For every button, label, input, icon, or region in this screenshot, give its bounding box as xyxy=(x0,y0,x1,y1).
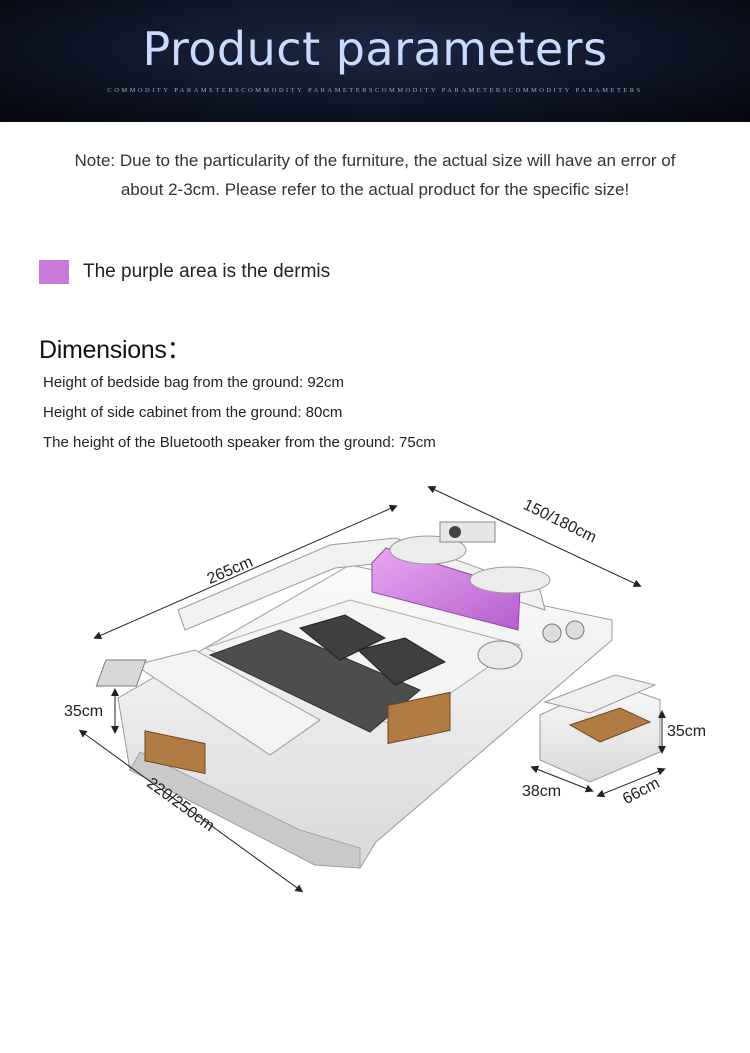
dim-bed-height: 35cm xyxy=(64,703,103,720)
laptop xyxy=(95,659,147,687)
dimensions-title: Dimensions： xyxy=(39,336,192,364)
dimensions-list: Height of bedside bag from the ground: 9… xyxy=(43,368,436,458)
dim-stool-width: 38cm xyxy=(522,783,561,800)
dim-stool-height: 35cm xyxy=(667,723,706,740)
bed-illustration: 265cm 150/180cm 220/250cm 35cm 35cm 38cm… xyxy=(64,486,706,893)
page-title: Product parameters xyxy=(142,22,608,76)
dermis-legend: The purple area is the dermis xyxy=(39,258,330,286)
dim-stool-depth: 66cm xyxy=(620,775,663,808)
ottoman-stool xyxy=(539,674,661,783)
header-banner: Product parameters COMMODITY PARAMETERSC… xyxy=(0,0,750,122)
dimension-item: The height of the Bluetooth speaker from… xyxy=(43,434,436,451)
note-line-1: Note: Due to the particularity of the fu… xyxy=(74,151,676,170)
projector xyxy=(439,521,496,543)
note-line-2: about 2-3cm. Please refer to the actual … xyxy=(120,180,630,199)
legend-label: The purple area is the dermis xyxy=(83,261,331,282)
dimension-item: Height of side cabinet from the ground: … xyxy=(43,404,343,421)
page-subtitle: COMMODITY PARAMETERSCOMMODITY PARAMETERS… xyxy=(107,87,643,94)
bed-frame xyxy=(95,521,613,869)
dim-width: 150/180cm xyxy=(520,496,599,546)
dimension-item: Height of bedside bag from the ground: 9… xyxy=(43,374,345,391)
size-note: Note: Due to the particularity of the fu… xyxy=(30,146,720,204)
purple-swatch xyxy=(39,260,69,284)
